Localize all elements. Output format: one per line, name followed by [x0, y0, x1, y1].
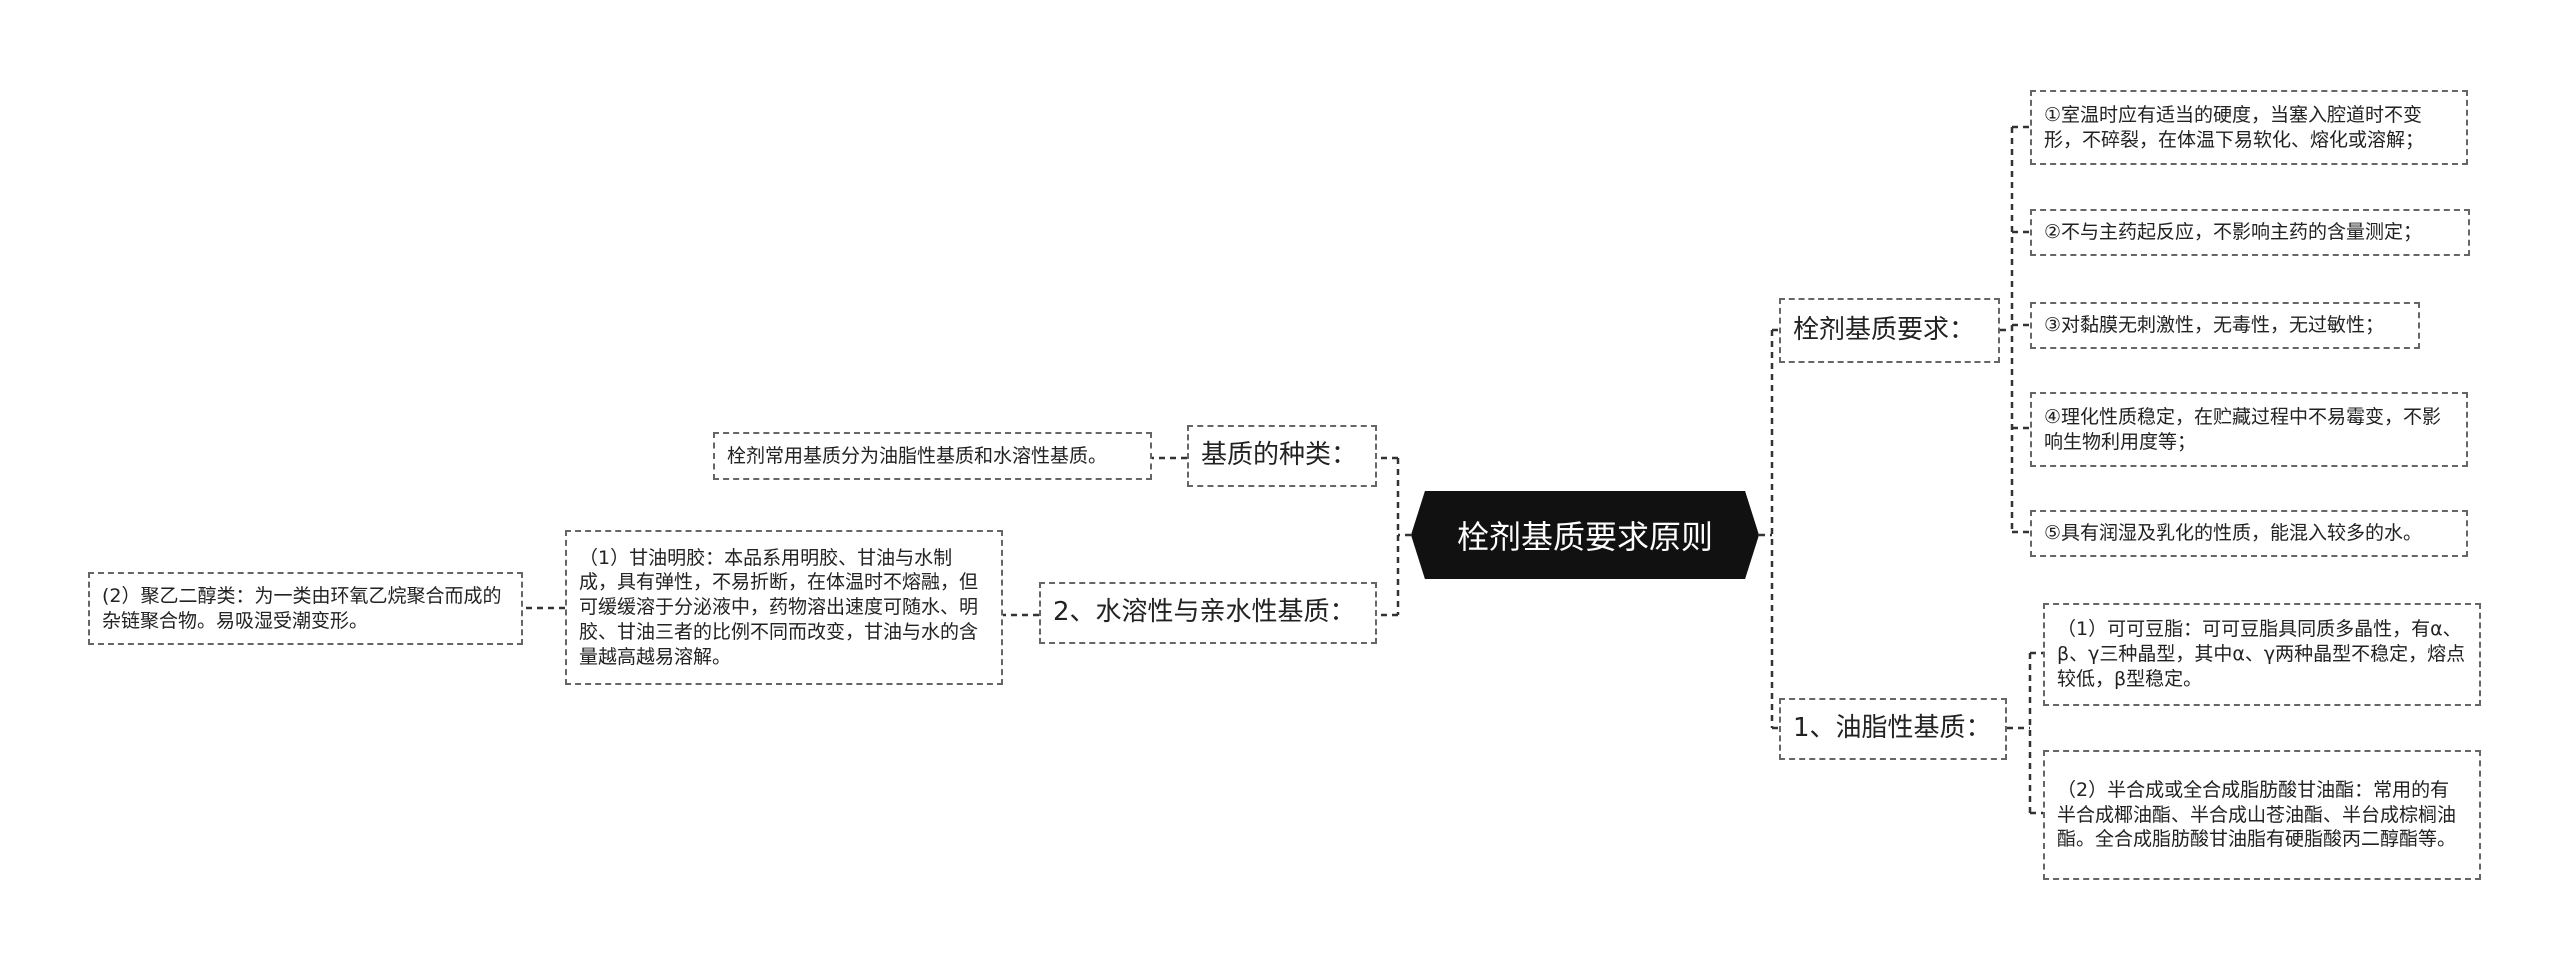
leaf-base-types[interactable]: 栓剂常用基质分为油脂性基质和水溶性基质。 — [713, 432, 1152, 480]
oily-item-fatty-acid-glycerides[interactable]: （2）半合成或全合成脂肪酸甘油酯：常用的有半合成椰油酯、半合成山苍油酯、半台成棕… — [2043, 750, 2481, 880]
branch-requirements-label: 栓剂基质要求： — [1793, 314, 1976, 345]
requirement-item-5[interactable]: ⑤具有润湿及乳化的性质，能混入较多的水。 — [2030, 510, 2468, 557]
oily-item-cocoa-butter-text: （1）可可豆脂：可可豆脂具同质多晶性，有α、β、γ三种晶型，其中α、γ两种晶型不… — [2057, 618, 2466, 690]
requirement-item-2-text: ②不与主药起反应，不影响主药的含量测定； — [2044, 221, 2423, 244]
leaf-polyethylene-glycol[interactable]: (2）聚乙二醇类：为一类由环氧乙烷聚合而成的杂链聚合物。易吸湿受潮变形。 — [88, 572, 523, 645]
leaf-gelatin-glycerin-text: （1）甘油明胶：本品系用明胶、甘油与水制成，具有弹性，不易折断，在体温时不熔融，… — [579, 546, 979, 668]
branch-water-soluble-label: 2、水溶性与亲水性基质： — [1053, 597, 1356, 628]
branch-requirements[interactable]: 栓剂基质要求： — [1779, 298, 2000, 363]
requirement-item-5-text: ⑤具有润湿及乳化的性质，能混入较多的水。 — [2044, 522, 2423, 545]
requirement-item-4-text: ④理化性质稳定，在贮藏过程中不易霉变，不影响生物利用度等； — [2044, 405, 2442, 453]
branch-base-types-label: 基质的种类： — [1201, 440, 1358, 471]
branch-oily-base[interactable]: 1、油脂性基质： — [1779, 698, 2007, 760]
leaf-polyethylene-glycol-text: (2）聚乙二醇类：为一类由环氧乙烷聚合而成的杂链聚合物。易吸湿受潮变形。 — [102, 584, 502, 632]
root-topic-label: 栓剂基质要求原则 — [1456, 518, 1713, 556]
requirement-item-2[interactable]: ②不与主药起反应，不影响主药的含量测定； — [2030, 209, 2470, 256]
root-topic[interactable]: 栓剂基质要求原则 — [1411, 491, 1759, 579]
requirement-item-1-text: ①室温时应有适当的硬度，当塞入腔道时不变形，不碎裂，在体温下易软化、熔化或溶解； — [2044, 103, 2425, 151]
leaf-base-types-text: 栓剂常用基质分为油脂性基质和水溶性基质。 — [727, 444, 1108, 467]
leaf-gelatin-glycerin[interactable]: （1）甘油明胶：本品系用明胶、甘油与水制成，具有弹性，不易折断，在体温时不熔融，… — [565, 530, 1003, 685]
branch-water-soluble[interactable]: 2、水溶性与亲水性基质： — [1039, 582, 1377, 644]
branch-base-types[interactable]: 基质的种类： — [1187, 425, 1377, 487]
requirement-item-4[interactable]: ④理化性质稳定，在贮藏过程中不易霉变，不影响生物利用度等； — [2030, 392, 2468, 467]
requirement-item-3-text: ③对黏膜无刺激性，无毒性，无过敏性； — [2044, 314, 2385, 337]
oily-item-fatty-acid-glycerides-text: （2）半合成或全合成脂肪酸甘油酯：常用的有半合成椰油酯、半合成山苍油酯、半台成棕… — [2057, 778, 2457, 851]
oily-item-cocoa-butter[interactable]: （1）可可豆脂：可可豆脂具同质多晶性，有α、β、γ三种晶型，其中α、γ两种晶型不… — [2043, 603, 2481, 706]
branch-oily-base-label: 1、油脂性基质： — [1793, 713, 1992, 744]
requirement-item-1[interactable]: ①室温时应有适当的硬度，当塞入腔道时不变形，不碎裂，在体温下易软化、熔化或溶解； — [2030, 90, 2468, 165]
requirement-item-3[interactable]: ③对黏膜无刺激性，无毒性，无过敏性； — [2030, 302, 2420, 349]
